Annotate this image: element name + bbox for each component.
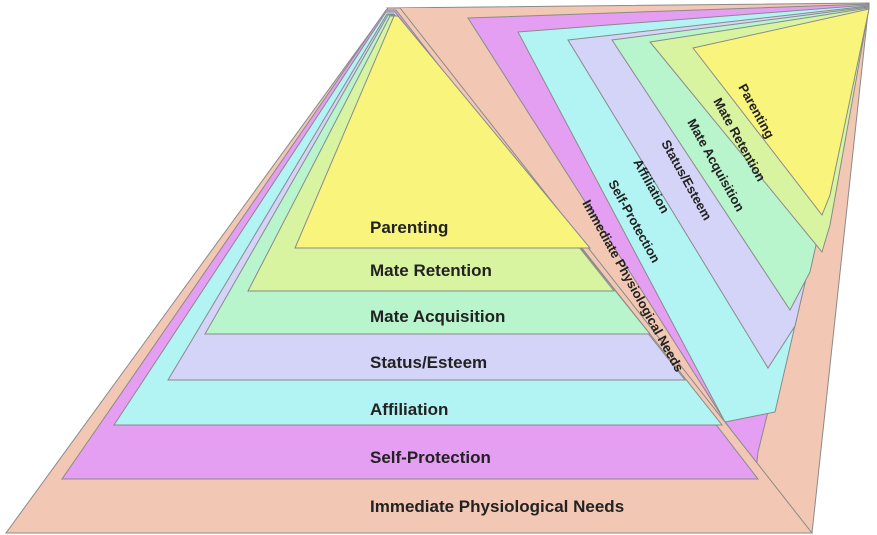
label-status-esteem: Status/Esteem bbox=[370, 353, 487, 372]
front-layer-parenting bbox=[294, 15, 592, 249]
side-face-parenting bbox=[692, 8, 870, 216]
label-mate-acquisition: Mate Acquisition bbox=[370, 307, 505, 326]
label-affiliation: Affiliation bbox=[370, 400, 448, 419]
label-immediate-physiological-needs: Immediate Physiological Needs bbox=[370, 497, 624, 516]
label-mate-retention: Mate Retention bbox=[370, 261, 492, 280]
label-self-protection: Self-Protection bbox=[370, 448, 491, 467]
label-parenting: Parenting bbox=[370, 218, 448, 237]
